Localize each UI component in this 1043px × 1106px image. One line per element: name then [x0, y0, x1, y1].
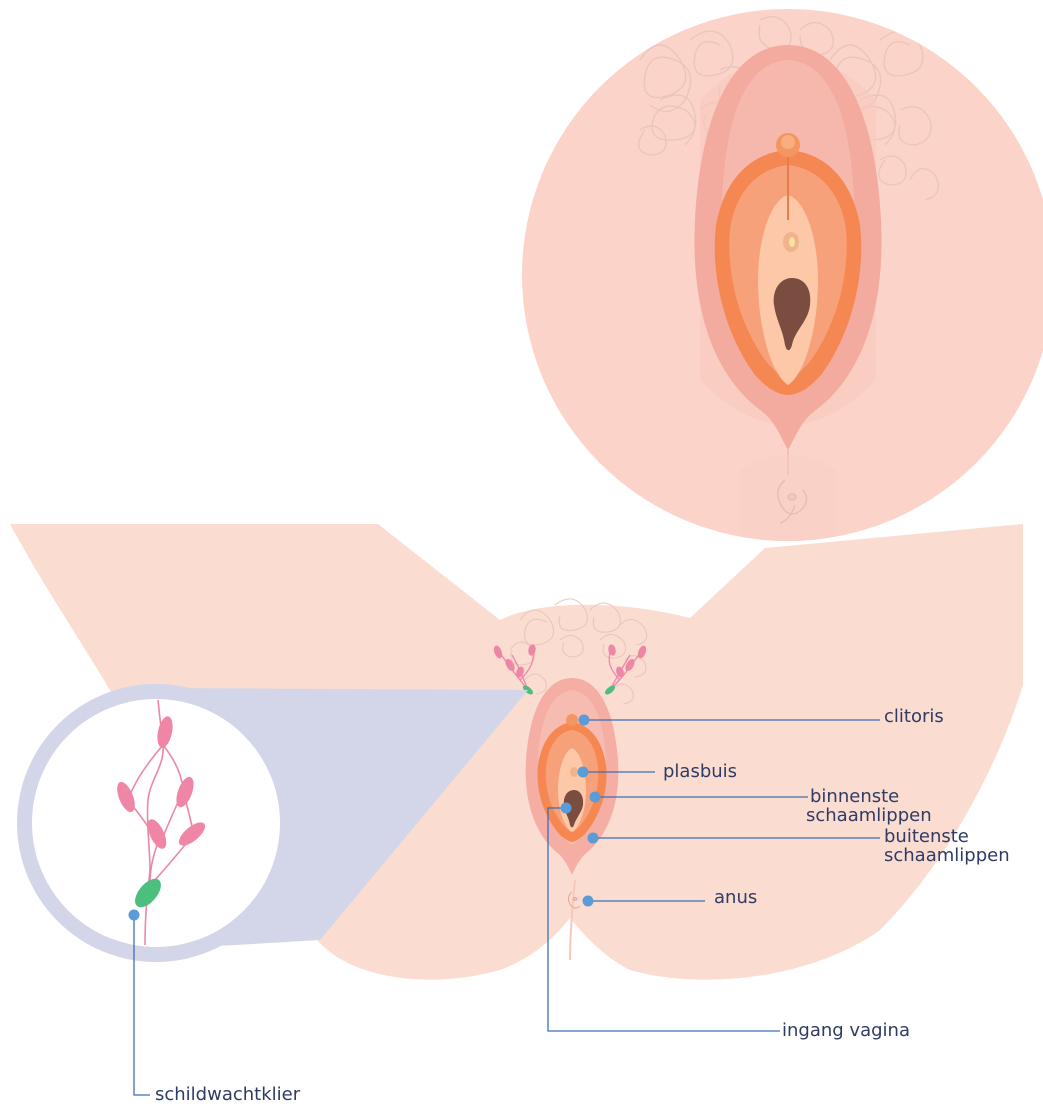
- dot-icon: [578, 767, 589, 778]
- dot-icon: [590, 792, 601, 803]
- label-plasbuis: plasbuis: [663, 762, 737, 781]
- dot-icon: [579, 715, 590, 726]
- closeup-view: [522, 9, 1043, 541]
- dot-icon: [588, 833, 599, 844]
- label-clitoris: clitoris: [884, 707, 944, 726]
- dot-icon: [129, 910, 140, 921]
- label-ingang-vagina: ingang vagina: [782, 1021, 910, 1040]
- label-buitenste-line2: schaamlippen: [884, 846, 1010, 865]
- label-binnenste-line2: schaamlippen: [806, 806, 932, 825]
- label-binnenste-line1: binnenste: [810, 787, 899, 806]
- label-buitenste-line1: buitenste: [884, 827, 969, 846]
- dot-icon: [561, 803, 572, 814]
- dot-icon: [583, 896, 594, 907]
- label-schildwachtklier: schildwachtklier: [155, 1085, 300, 1104]
- label-anus: anus: [714, 888, 757, 907]
